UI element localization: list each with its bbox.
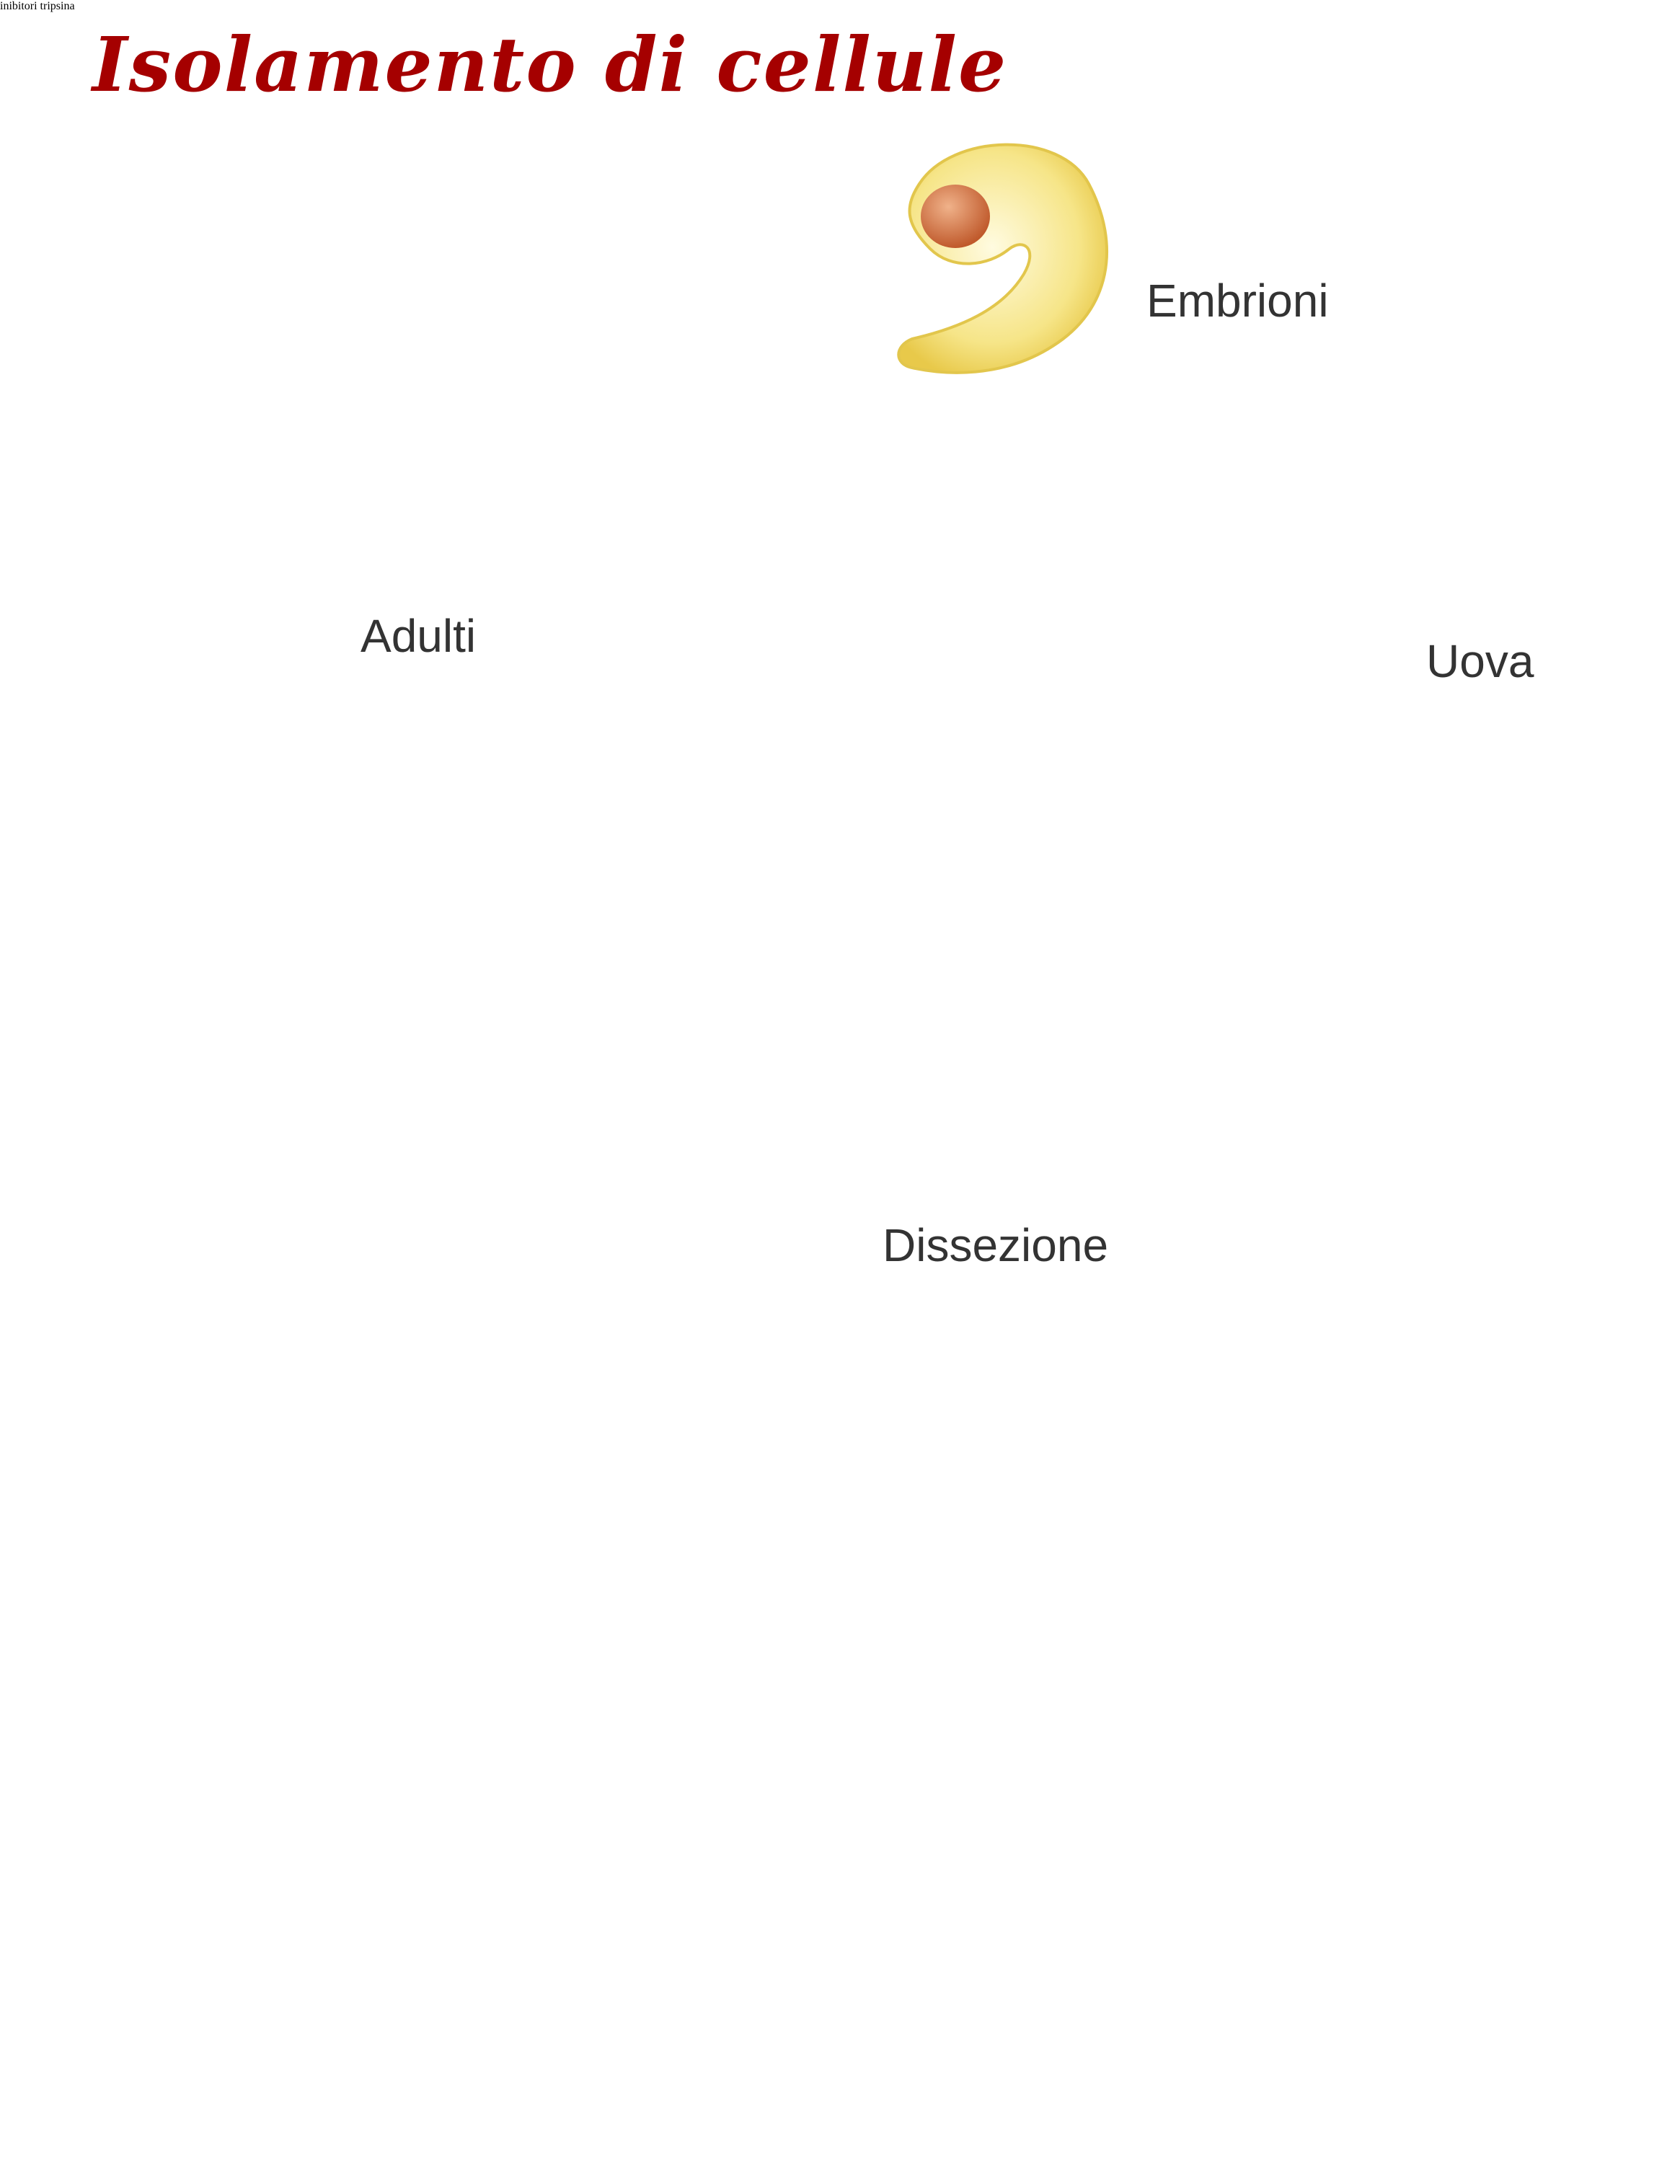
page-title: Isolamento di cellule [92, 20, 1008, 109]
label-embrioni: Embrioni [1146, 275, 1329, 327]
label-adulti: Adulti [361, 610, 477, 662]
arrow-head-down: inibitori tripsina Embrioni Adulti Uova … [0, 0, 1534, 1271]
label-dissezione: Dissezione [883, 1219, 1109, 1271]
label-uova: Uova [1426, 635, 1534, 687]
test-tube-label: inibitori tripsina [0, 0, 75, 12]
embryo-icon [897, 143, 1109, 374]
